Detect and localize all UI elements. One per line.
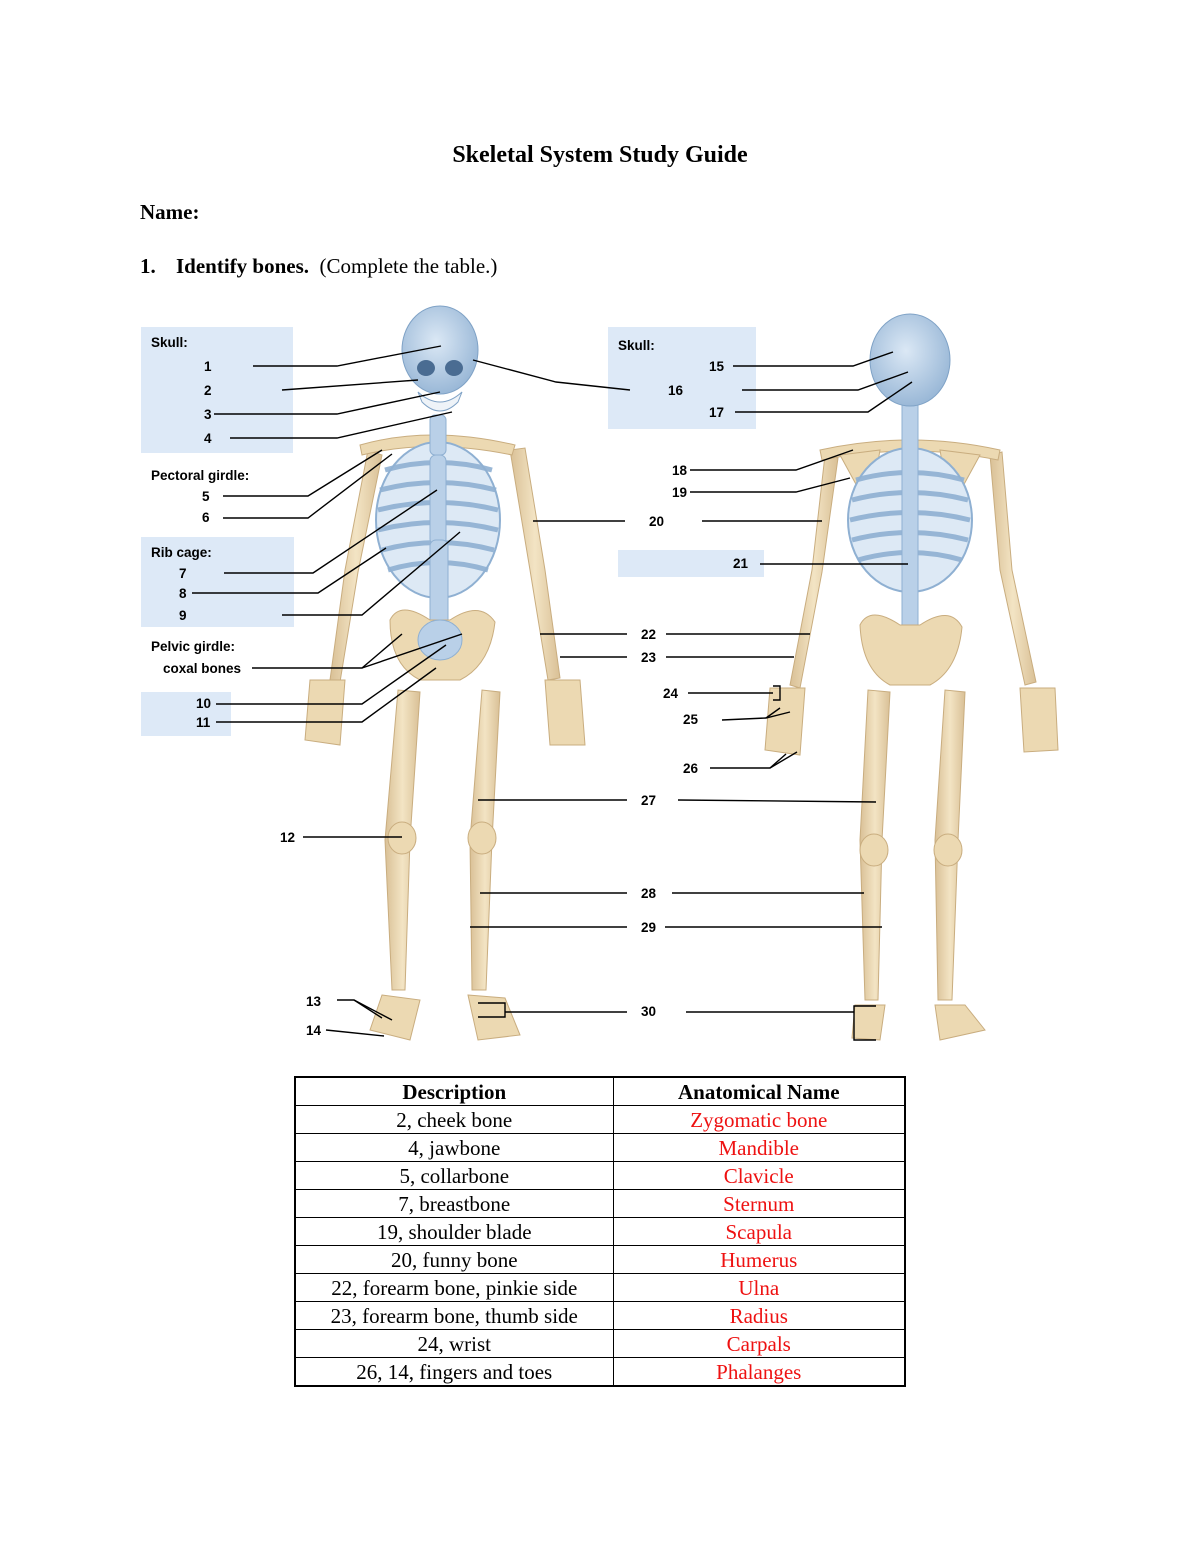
description-cell: 2, cheek bone: [294, 1105, 614, 1134]
label-number-25: 25: [683, 712, 699, 727]
table-header-row: Description Anatomical Name: [294, 1076, 906, 1106]
group-label-pelvic-girdle: Pelvic girdle:: [151, 639, 235, 654]
label-number-21: 21: [733, 556, 749, 571]
description-cell: 7, breastbone: [294, 1189, 614, 1218]
label-number-6: 6: [202, 510, 210, 525]
page-title: Skeletal System Study Guide: [452, 142, 748, 168]
description-cell: 5, collarbone: [294, 1161, 614, 1190]
description-cell: 24, wrist: [294, 1329, 614, 1358]
group-label-coxal-bones: coxal bones: [163, 661, 241, 676]
header-anatomical-name: Anatomical Name: [612, 1076, 906, 1106]
leader-lines: [192, 345, 913, 1041]
description-cell: 26, 14, fingers and toes: [294, 1357, 614, 1387]
label-number-24: 24: [663, 686, 679, 701]
anatomical-name-cell: Carpals: [612, 1329, 906, 1358]
label-number-19: 19: [672, 485, 687, 500]
label-number-29: 29: [641, 920, 656, 935]
anatomical-name-cell: Sternum: [612, 1189, 906, 1218]
group-label-skull-back: Skull:: [618, 338, 655, 353]
name-label: Name:: [140, 200, 200, 224]
anatomical-name-cell: Zygomatic bone: [612, 1105, 906, 1134]
back-skeleton-illustration: [764, 313, 1059, 1041]
label-number-4: 4: [204, 431, 212, 446]
anatomical-name-cell: Scapula: [612, 1217, 906, 1246]
label-number-13: 13: [306, 994, 322, 1009]
anatomical-name-cell: Mandible: [612, 1133, 906, 1162]
description-cell: 23, forearm bone, thumb side: [294, 1301, 614, 1330]
label-number-3: 3: [204, 407, 212, 422]
anatomical-name-cell: Humerus: [612, 1245, 906, 1274]
label-number-26: 26: [683, 761, 699, 776]
rib-cage-label-box: [141, 537, 294, 627]
anatomical-name-cell: Clavicle: [612, 1161, 906, 1190]
group-label-pectoral-girdle: Pectoral girdle:: [151, 468, 249, 483]
front-skeleton-illustration: [304, 305, 586, 1041]
skeleton-diagram: Skull: Pectoral girdle: Rib cage: Pelvic…: [141, 305, 1059, 1041]
label-number-7: 7: [179, 566, 187, 581]
header-description: Description: [294, 1076, 614, 1106]
group-label-skull-front: Skull:: [151, 335, 188, 350]
description-cell: 4, jawbone: [294, 1133, 614, 1162]
anatomical-name-cell: Radius: [612, 1301, 906, 1330]
label-number-8: 8: [179, 586, 187, 601]
label-number-30: 30: [641, 1004, 656, 1019]
label-number-28: 28: [641, 886, 657, 901]
label-number-27: 27: [641, 793, 656, 808]
group-label-rib-cage: Rib cage:: [151, 545, 212, 560]
label-number-1: 1: [204, 359, 212, 374]
anatomical-name-cell: Ulna: [612, 1273, 906, 1302]
label-number-18: 18: [672, 463, 688, 478]
skull-back-label-box: [608, 327, 756, 429]
question-1: 1. Identify bones. (Complete the table.): [140, 254, 497, 279]
label-number-9: 9: [179, 608, 187, 623]
anatomical-name-cell: Phalanges: [612, 1357, 906, 1387]
label-number-20: 20: [649, 514, 664, 529]
question-text: (Complete the table.): [319, 254, 498, 278]
skull-front-label-box: [141, 327, 293, 453]
question-number: 1.: [140, 254, 156, 278]
description-cell: 20, funny bone: [294, 1245, 614, 1274]
bone-identification-table: Description Anatomical Name 2, cheek bon…: [294, 1076, 906, 1387]
pelvic-answer-label-box: [141, 692, 231, 736]
label-number-22: 22: [641, 627, 656, 642]
label-number-16: 16: [668, 383, 684, 398]
description-cell: 19, shoulder blade: [294, 1217, 614, 1246]
label-number-10: 10: [196, 696, 211, 711]
label-number-15: 15: [709, 359, 725, 374]
label-number-14: 14: [306, 1023, 322, 1038]
label-number-12: 12: [280, 830, 295, 845]
label-number-17: 17: [709, 405, 724, 420]
label-number-23: 23: [641, 650, 657, 665]
label-number-2: 2: [204, 383, 212, 398]
label-21-box: [618, 550, 764, 577]
description-cell: 22, forearm bone, pinkie side: [294, 1273, 614, 1302]
label-number-11: 11: [196, 715, 211, 730]
label-number-5: 5: [202, 489, 210, 504]
question-bold-text: Identify bones.: [176, 254, 310, 278]
